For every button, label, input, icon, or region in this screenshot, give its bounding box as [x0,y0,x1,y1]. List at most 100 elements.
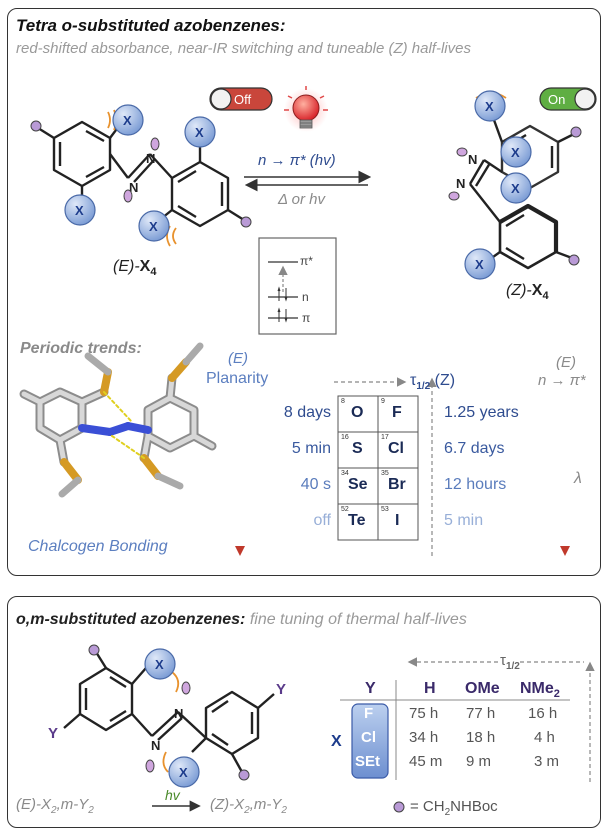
table-cell-h: 34 h [409,729,439,746]
e-lone-pair [150,137,160,151]
off-label: Off [234,92,251,107]
orbital-diagram [258,237,337,335]
z-x-label: X [511,181,520,196]
element-number: 35 [381,470,389,477]
table-cell-nme2: 16 h [528,705,558,722]
left-value: 5 min [291,440,331,457]
element-symbol: S [352,440,363,457]
table-col-ome: OMe [465,680,500,697]
top-title: Tetra o-substituted azobenzenes: [16,16,286,35]
om-lone-pair [145,759,155,773]
z-isomer-structure [468,119,575,270]
legend-dot [393,801,405,813]
planarity-top: (E) [228,350,248,367]
om-y-label: Y [48,725,58,742]
z-isomer-label: (Z)-X4 [506,282,549,303]
e-repulsion-arc [107,111,111,129]
e-x-label: X [149,219,158,234]
element-number: 9 [381,398,385,405]
absorbance-trend-arrowhead [560,546,570,556]
bottom-halflife-label: τ1/2 [500,652,520,672]
purple-dot [240,216,252,228]
element-symbol: Te [348,512,366,529]
om-repulsion-arc [162,751,169,773]
lambda-label: λ [574,470,582,487]
z-substituent-x-balls [464,90,532,280]
legend-text: = CH2NHBoc [410,798,498,818]
on-switch: On [539,87,597,111]
table-cell-h: 75 h [409,705,439,722]
om-azobenzene-structure [63,651,275,773]
orbital-pi-star: π* [300,254,313,268]
e-x-label: X [195,125,204,140]
table-col-nme2: NMe2 [520,680,560,701]
table-cell-h: 45 m [409,753,443,770]
z-x-label: X [485,99,494,114]
forward-label: n → π* (hv) [258,152,336,169]
orbital-pi: π [302,311,310,325]
z-x-label: X [475,257,484,272]
element-symbol: O [351,404,364,421]
table-cell-nme2: 3 m [534,753,560,770]
purple-dot [570,126,582,138]
e-n-atom: N [146,151,155,166]
z-n-atom: N [468,152,477,167]
top-subtitle: red-shifted absorbance, near-IR switchin… [16,40,471,57]
purple-dot [568,254,580,266]
left-value: off [313,512,332,529]
om-lone-pair [181,681,191,695]
om-n-atom: N [174,706,183,721]
z-lone-pair [456,147,468,157]
eq-left: (E)-X2,m-Y2 [16,796,94,816]
e-isomer-label: (E)-X4 [113,258,157,279]
om-substituent-x-balls [144,648,200,788]
z-n-atom: N [456,176,465,191]
bottom-heading: o,m-substituted azobenzenes: fine tuning… [16,611,467,628]
table-x-value: SEt [355,753,381,770]
reverse-label: Δ or hv [278,191,326,208]
z-x-label: X [511,145,520,160]
table-col-h: H [424,680,436,697]
table-row-x: X [331,733,342,750]
table-cell-nme2: 4 h [534,729,555,746]
off-switch: Off [209,87,273,111]
right-trend-top: (E) [556,354,576,371]
table-cell-ome: 9 m [466,753,492,770]
element-number: 17 [381,434,389,441]
e-repulsion-arc [172,227,177,245]
om-repulsion-arc [171,671,180,693]
e-n-atom: N [129,180,138,195]
on-label: On [548,92,565,107]
periodic-trends-heading: Periodic trends: [20,340,142,357]
om-n-atom: N [151,738,160,753]
orbital-n: n [302,290,309,304]
eq-hv: hv [165,787,180,803]
table-x-value: F [364,705,374,722]
chalcogen-bonding-model [19,342,217,498]
left-value: 8 days [283,404,331,421]
x-substituent-box [351,703,389,779]
planarity-trend-arrowhead [235,546,245,556]
table-cell-ome: 18 h [466,729,496,746]
bottom-panel [7,596,601,828]
right-value: 1.25 years [444,404,519,421]
element-symbol: Br [388,476,406,493]
left-value: 40 s [300,476,331,493]
right-value: 6.7 days [444,440,505,457]
e-isomer-structure [37,120,245,228]
halflife-title: τ1/2 (Z) [410,372,456,393]
purple-dot [30,120,42,132]
periodic-table-grid [337,395,419,541]
om-y-label: Y [276,681,286,698]
right-value: 12 hours [444,476,507,493]
light-bulb-icon [284,86,328,132]
element-number: 53 [381,506,389,513]
chalcogen-label: Chalcogen Bonding [28,538,168,555]
element-number: 52 [341,506,349,513]
right-trend-label: n → π* [538,372,586,389]
element-symbol: I [395,512,400,529]
e-lone-pair [123,189,133,203]
right-value: 5 min [444,512,484,529]
